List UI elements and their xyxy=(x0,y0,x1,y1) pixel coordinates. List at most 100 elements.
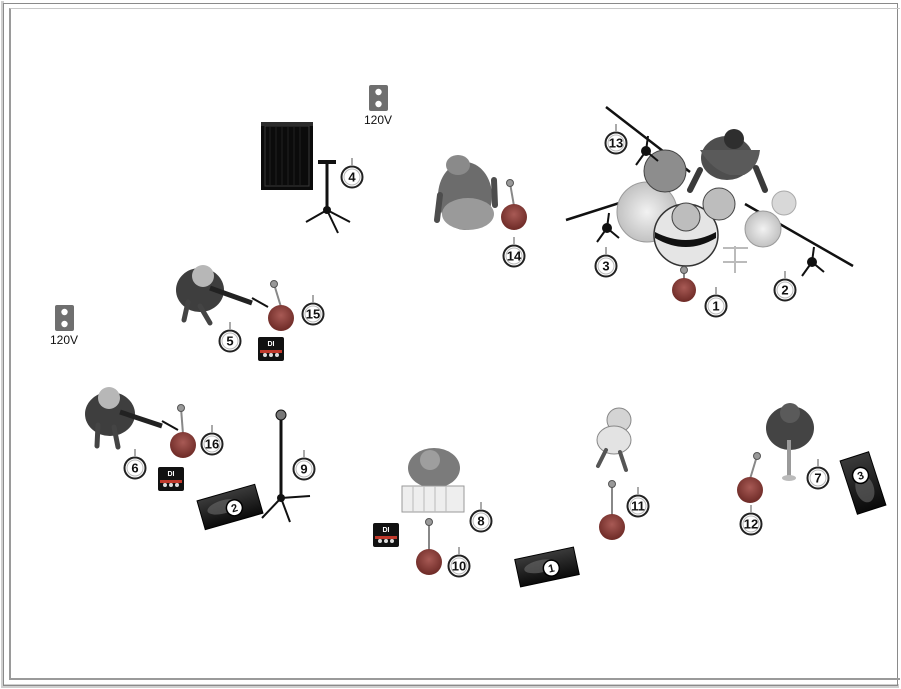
monitor-number: 2 xyxy=(230,502,239,515)
accordion-player xyxy=(401,448,465,513)
mic-number: 14 xyxy=(507,249,522,264)
mic-head xyxy=(680,266,688,274)
di-label: DI xyxy=(268,341,275,348)
snare xyxy=(671,202,701,232)
mic-2 xyxy=(801,246,825,277)
mic-number-badge: 14 xyxy=(502,237,526,268)
mic-10 xyxy=(416,518,442,575)
outlet-left: 120V xyxy=(50,305,78,347)
mic-layer xyxy=(170,135,825,575)
monitor-layer: 123 xyxy=(196,451,887,588)
di-layer: DI DI DI xyxy=(158,337,399,547)
accordion xyxy=(401,485,465,513)
di-label: DI xyxy=(383,527,390,534)
mic-number-badge: 15 xyxy=(301,295,325,326)
mic-number-badge: 2 xyxy=(773,271,797,302)
mic-number: 6 xyxy=(131,461,138,476)
mic-number: 5 xyxy=(226,334,233,349)
mic-head xyxy=(608,480,616,488)
drum-kit xyxy=(565,106,854,273)
tom-right xyxy=(702,187,736,221)
di-2: DI xyxy=(158,467,184,491)
mic-15 xyxy=(268,280,294,331)
mic-3 xyxy=(596,212,620,243)
mic-number-badge: 16 xyxy=(200,425,224,456)
outlet-label: 120V xyxy=(364,113,392,127)
mic-11 xyxy=(599,480,625,540)
canvas-inner-frame xyxy=(9,8,900,680)
mic-base xyxy=(501,204,527,230)
mic-base xyxy=(416,549,442,575)
mic-number: 7 xyxy=(814,471,821,486)
di-label: DI xyxy=(168,471,175,478)
outlet-label: 120V xyxy=(50,333,78,347)
mic-number: 8 xyxy=(477,514,484,529)
amp-cabinet xyxy=(261,122,313,190)
canvas-frame xyxy=(3,3,898,686)
mic-head xyxy=(753,452,761,460)
boom-stand-9 xyxy=(261,409,311,523)
ride-cymbal xyxy=(744,210,782,248)
mic-number-badge: 9 xyxy=(292,450,316,481)
frame-edge-bottom xyxy=(1,684,899,688)
mic-number: 11 xyxy=(631,499,645,514)
mic-number-badge: 4 xyxy=(340,158,364,189)
mic-number: 9 xyxy=(300,462,307,477)
monitor-3: 3 xyxy=(839,451,887,515)
di-1: DI xyxy=(258,337,284,361)
cymbal-small xyxy=(771,190,797,216)
mic-head xyxy=(270,280,278,288)
mic-base xyxy=(268,305,294,331)
mic-number-badge: 5 xyxy=(218,322,242,353)
mic-number-badge: 6 xyxy=(123,449,147,480)
mic-number-badge: 12 xyxy=(739,505,763,536)
mic-13 xyxy=(635,135,659,166)
drummer xyxy=(687,129,768,193)
violinist-left xyxy=(85,387,179,450)
mic-number: 3 xyxy=(602,259,609,274)
mic-number: 10 xyxy=(452,559,466,574)
musician-center xyxy=(434,155,498,230)
mic-number: 12 xyxy=(744,517,758,532)
mic-number-badge: 8 xyxy=(469,502,493,533)
mic-number: 1 xyxy=(712,299,719,314)
mic-number-badge: 7 xyxy=(806,459,830,490)
outlet-icon xyxy=(55,305,74,331)
mic-base xyxy=(170,432,196,458)
mic-number: 2 xyxy=(781,283,788,298)
mic-number-badge: 1 xyxy=(704,287,728,318)
violinist-top xyxy=(176,265,269,326)
mic-number: 16 xyxy=(205,437,219,452)
mic-number: 13 xyxy=(609,136,623,151)
trumpet-player xyxy=(766,403,814,481)
monitor-1: 1 xyxy=(514,546,580,588)
mic-16 xyxy=(170,404,196,458)
mic-1 xyxy=(672,266,696,302)
monitor-number: 1 xyxy=(547,563,555,576)
mic-head xyxy=(425,518,433,526)
mic-number: 4 xyxy=(348,170,356,185)
frame-edge-left xyxy=(1,1,4,687)
vocalist xyxy=(596,407,632,472)
tom-left xyxy=(643,149,687,193)
mic-head xyxy=(506,179,514,187)
monitor-number: 3 xyxy=(856,470,866,483)
mic-number-badge: 3 xyxy=(594,247,618,278)
outlet-top: 120V xyxy=(364,85,392,127)
mic-base xyxy=(737,477,763,503)
boom-stand-4 xyxy=(305,160,351,234)
mic-base xyxy=(599,514,625,540)
monitor-2: 2 xyxy=(196,483,264,531)
outlet-icon xyxy=(369,85,388,111)
mic-base xyxy=(672,278,696,302)
mic-number: 15 xyxy=(306,307,320,322)
mic-head xyxy=(177,404,185,412)
mic-12 xyxy=(737,452,763,503)
di-3: DI xyxy=(373,523,399,547)
mic-number-badge: 13 xyxy=(604,124,628,155)
mic-number-badge: 10 xyxy=(447,547,471,578)
mic-14 xyxy=(501,179,527,230)
mic-number-badge: 11 xyxy=(626,487,650,518)
